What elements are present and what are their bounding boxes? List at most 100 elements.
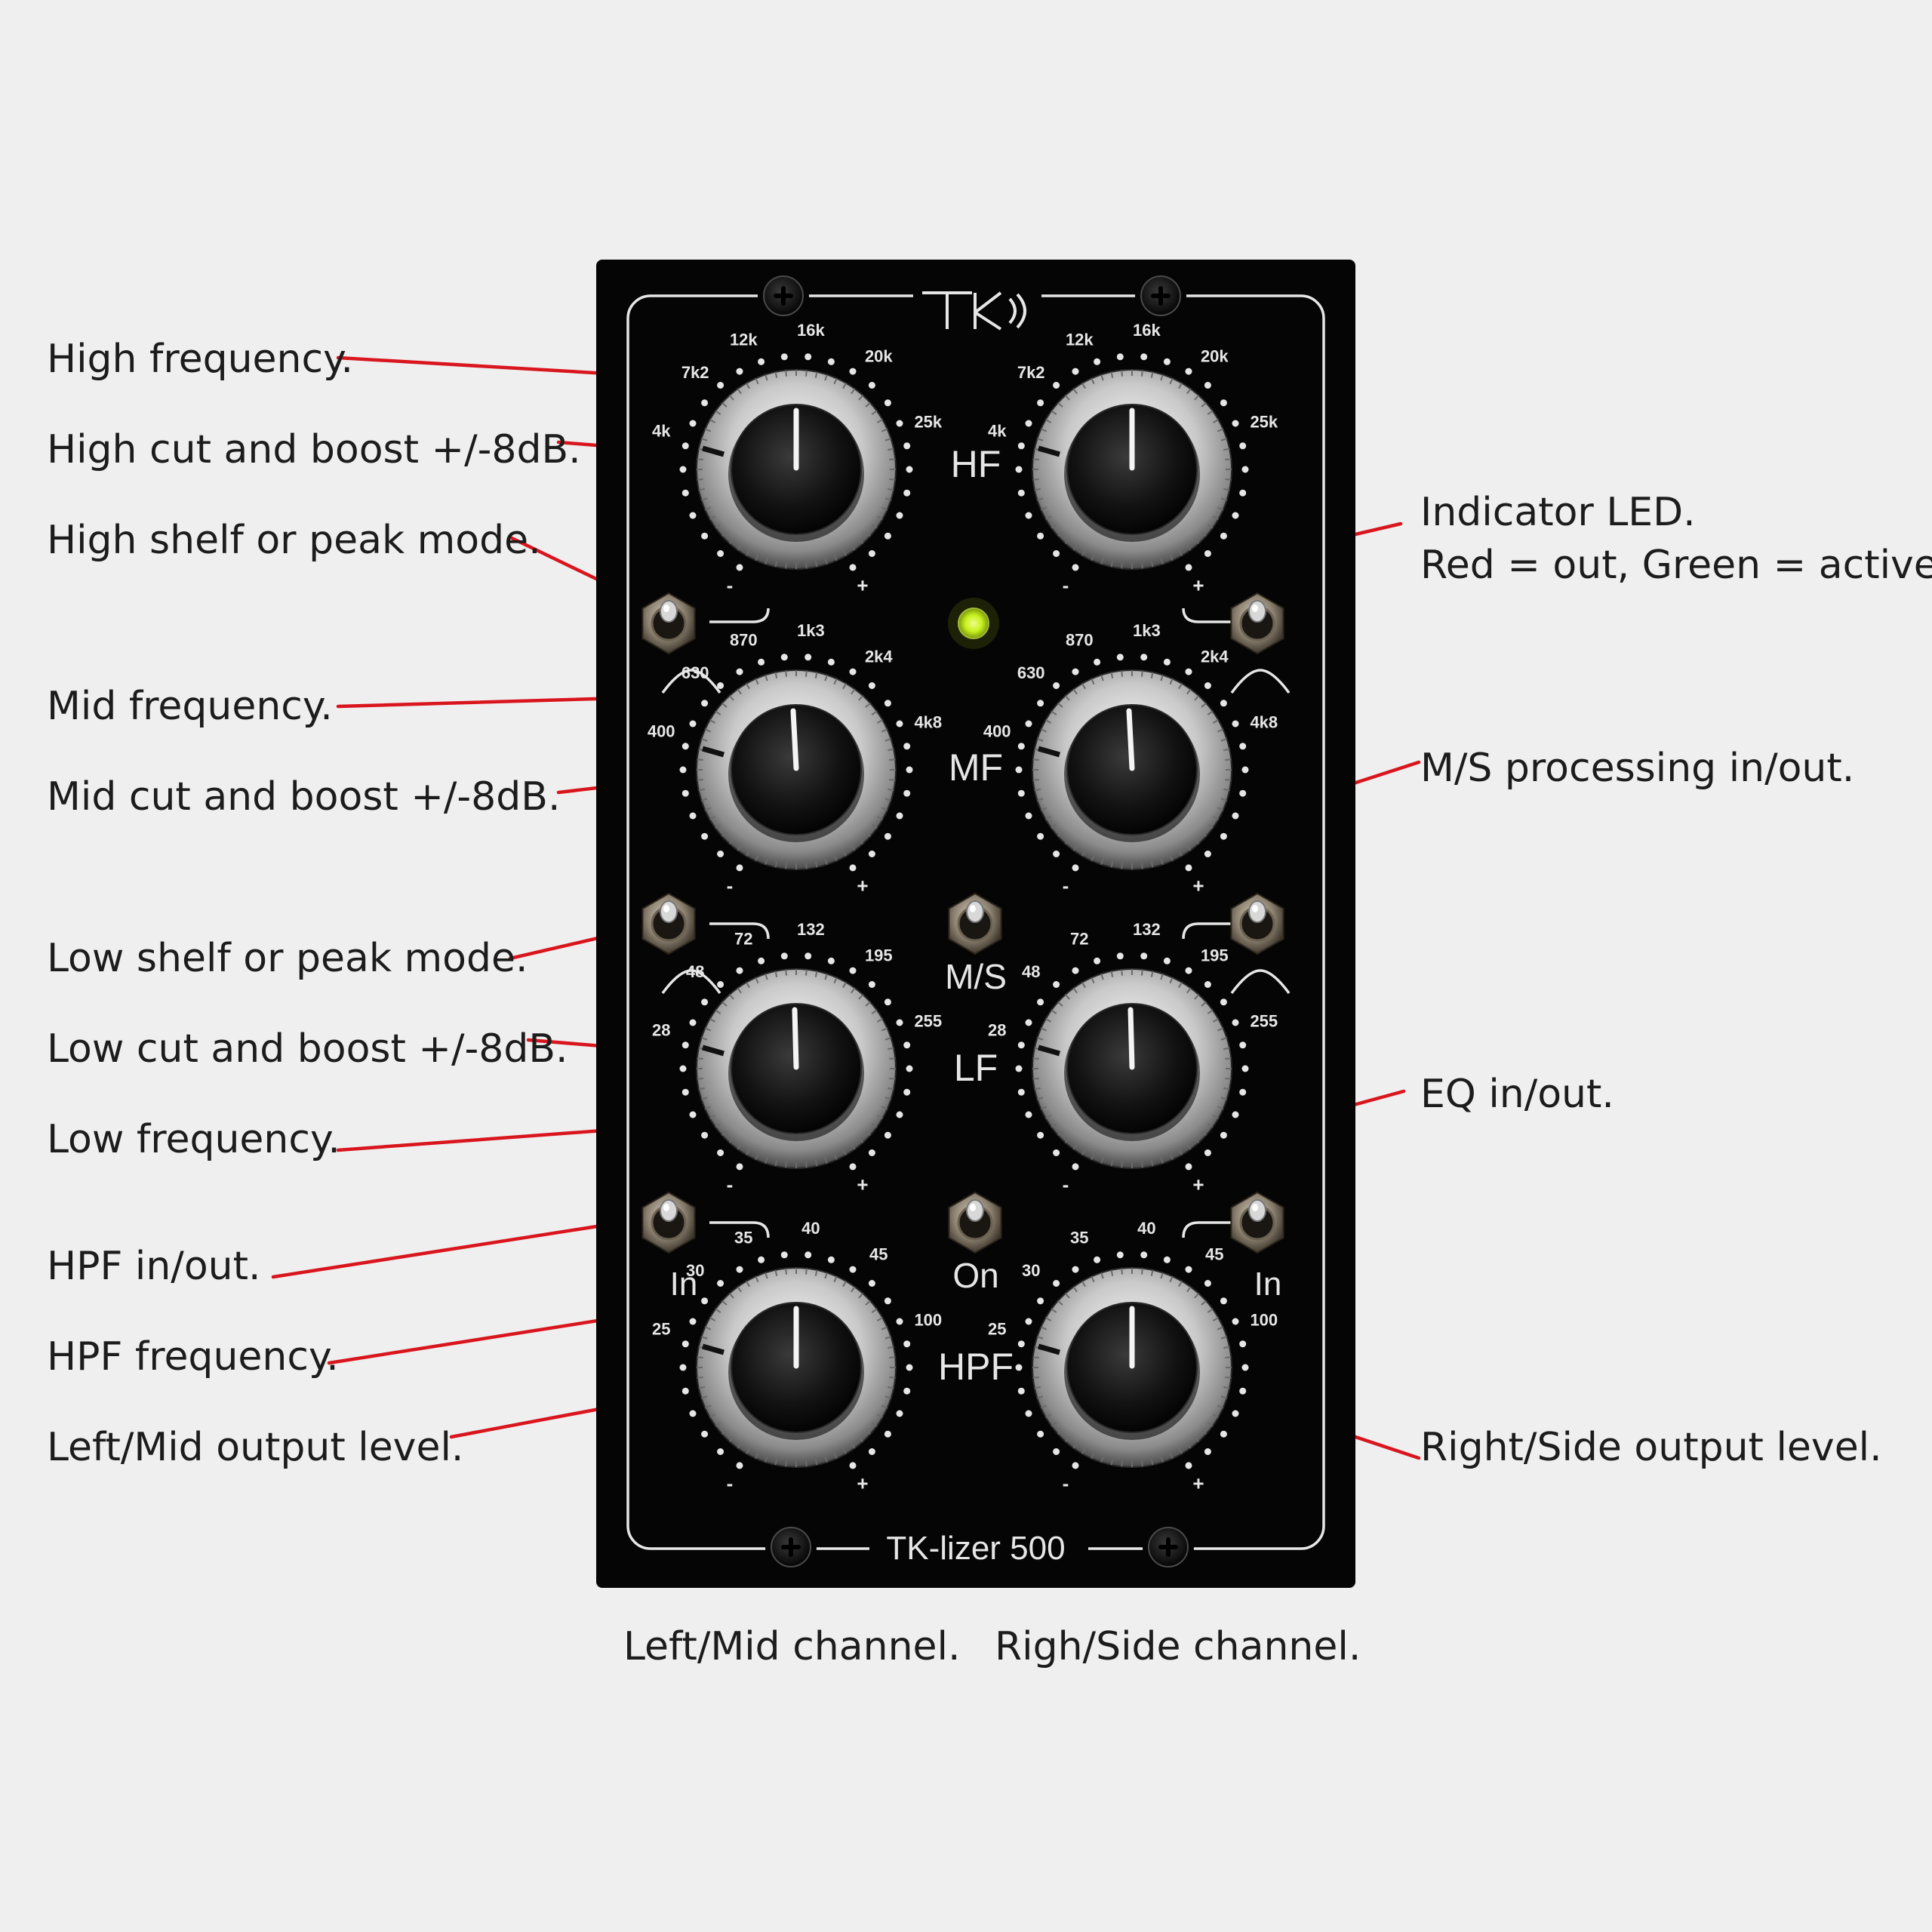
scale-dot [1220,1131,1227,1139]
toggle-lever[interactable] [1248,600,1266,623]
knurl-mark [1064,838,1070,844]
knurl-mark [1081,850,1086,857]
knurl-mark [1160,1456,1164,1463]
scale-dot [717,1149,724,1156]
scale-dot [1116,952,1124,960]
scale-dot [717,382,724,389]
knurl-mark [1037,1336,1044,1340]
scale-dot [849,368,857,375]
knurl-mark [842,1447,847,1454]
toggle-switch-ms[interactable] [948,892,1002,955]
toggle-switch-lf-mode-left[interactable] [641,892,696,955]
knurl-mark [1064,1293,1070,1299]
toggle-lever[interactable] [1248,900,1266,923]
toggle-switch-hpf-right[interactable] [1230,1191,1284,1254]
knurl-mark [1160,558,1164,565]
scale-dot [1025,1318,1032,1325]
scale-dot [1116,1251,1124,1259]
scale-dot [1232,1111,1239,1118]
knurl-mark [888,448,894,451]
knurl-mark [1207,1308,1214,1313]
toggle-switch-eq[interactable] [948,1191,1002,1254]
scale-minus: - [727,574,734,596]
knurl-mark [715,524,721,529]
scale-dot [1232,1318,1239,1325]
scale-dot [1220,700,1227,707]
callout-mid-frequency: Mid frequency. [47,684,333,729]
knurl-mark [1072,1442,1078,1449]
knurl-mark [1110,1160,1114,1167]
scale-label: 30 [686,1261,704,1280]
scale-dot [780,1251,788,1259]
logo-backing [913,281,1041,329]
toggle-lever[interactable] [660,900,678,923]
scale-label: 25k [1250,412,1278,431]
scale-dot [1072,1266,1079,1273]
toggle-switch-hf-mode-right[interactable] [1230,592,1284,655]
outer-ring-pointer [702,1343,724,1355]
knurl-mark [871,524,878,529]
knurl-mark [728,695,734,701]
knurl-mark [1150,1459,1154,1466]
knurl-mark [842,683,847,690]
scale-dot [1025,1410,1032,1417]
scale-plus: + [857,574,868,596]
scale-dot [681,789,689,797]
scale-dot [717,1448,724,1455]
scale-dot [1232,512,1239,519]
knurl-mark [881,807,888,811]
scale-dot [849,1163,857,1171]
knurl-mark [1121,370,1123,377]
knurl-mark [851,388,856,395]
knurl-mark [1100,974,1104,980]
knurl-mark [881,1027,888,1032]
knurl-mark [1032,1078,1039,1080]
toggle-lever[interactable] [1248,1199,1266,1222]
knob-pointer [1128,1007,1135,1070]
scale-label: 2k4 [1201,648,1229,666]
scale-dot [884,399,891,407]
scale-dot [903,743,911,750]
knurl-mark [698,488,705,491]
knurl-mark [774,672,778,678]
scale-dot [906,1065,913,1072]
knurl-mark [1110,1459,1114,1466]
knurl-mark [805,1460,808,1467]
toggle-lever[interactable] [966,900,984,923]
knurl-mark [1045,515,1052,520]
knurl-mark [1220,798,1227,801]
knurl-mark [1037,1097,1044,1100]
scale-dot [758,1256,765,1263]
toggle-switch-lf-mode-right[interactable] [1230,892,1284,955]
scale-dot [868,550,875,557]
toggle-lever[interactable] [660,1199,678,1222]
scale-dot [896,420,903,427]
knurl-mark [858,838,864,844]
scale-label: 20k [865,347,893,366]
knurl-mark [884,497,891,501]
knurl-mark [814,561,818,568]
scale-label: 7k2 [681,363,709,382]
scale-label: 72 [734,930,752,949]
scale-dot [681,1041,689,1049]
scale-dot [717,851,724,857]
scale-dot [906,466,913,473]
scale-label: 1k3 [797,621,825,640]
toggle-switch-hpf-left[interactable] [641,1191,696,1254]
knurl-mark [805,1161,808,1168]
toggle-switch-hf-mode-left[interactable] [641,592,696,655]
knurl-mark [1091,554,1095,561]
knurl-mark [1207,410,1214,415]
scale-dot [1053,981,1060,988]
toggle-lever[interactable] [966,1199,984,1222]
toggle-lever[interactable] [660,600,678,623]
knurl-mark [1072,688,1078,695]
